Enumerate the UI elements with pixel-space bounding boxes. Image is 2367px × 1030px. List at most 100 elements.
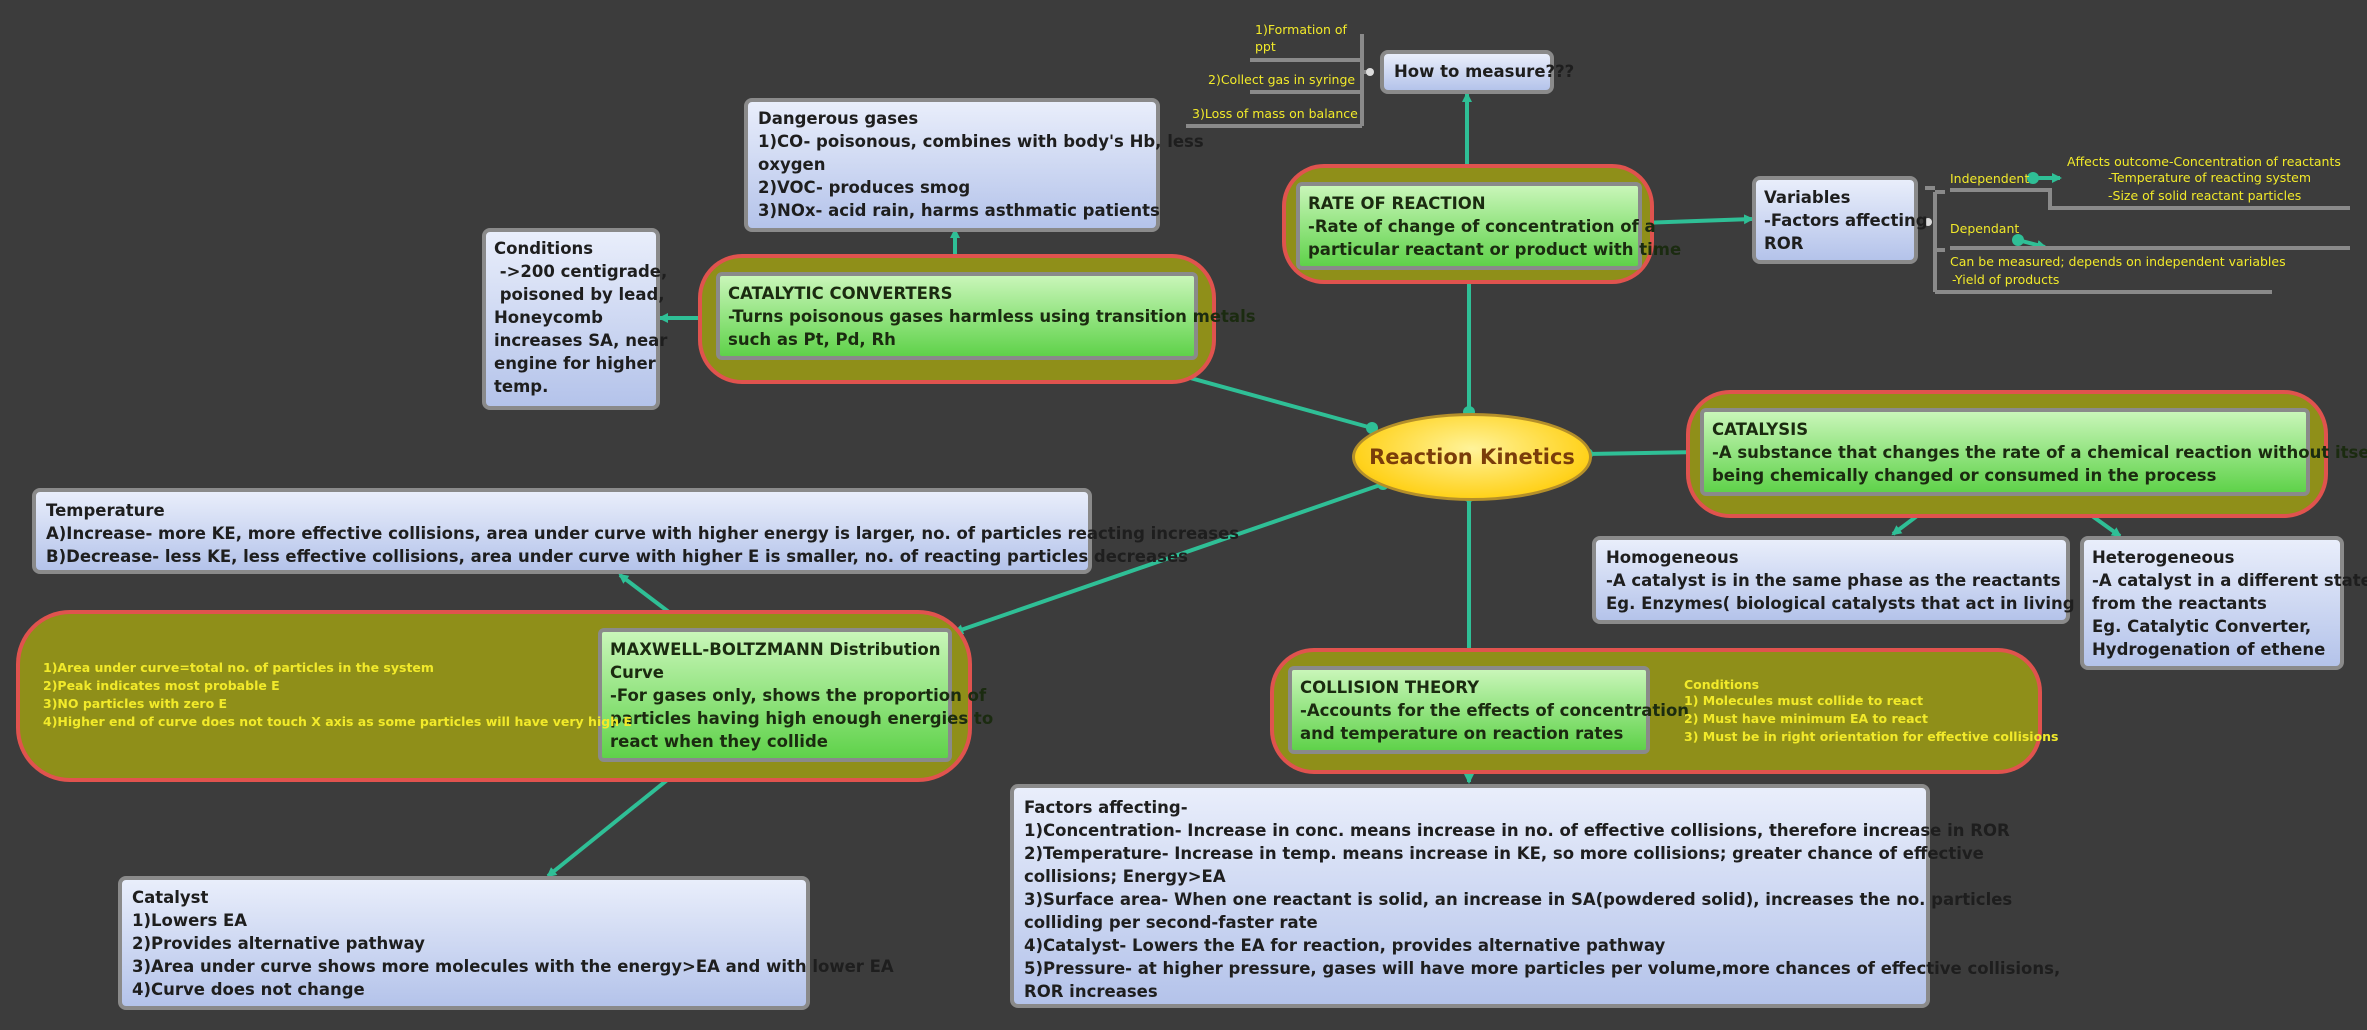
node-line: 3)Surface area- When one reactant is sol… bbox=[1024, 890, 2013, 909]
node-line: -Accounts for the effects of concentrati… bbox=[1300, 701, 1690, 720]
node-line: and temperature on reaction rates bbox=[1300, 724, 1624, 743]
node-line: -A substance that changes the rate of a … bbox=[1712, 443, 2367, 462]
connector-maxwell-to-catalyst bbox=[546, 758, 694, 878]
node-line: -For gases only, shows the proportion of bbox=[610, 686, 987, 705]
node-line: ->200 centigrade, bbox=[494, 262, 668, 281]
node-line: collisions; Energy>EA bbox=[1024, 867, 1226, 886]
maxwell-note: 2)Peak indicates most probable E bbox=[43, 678, 280, 693]
node-line: -Turns poisonous gases harmless using tr… bbox=[728, 307, 1256, 326]
node-line: Hydrogenation of ethene bbox=[2092, 640, 2326, 659]
node-line: 4)Curve does not change bbox=[132, 980, 365, 999]
independent-item: Affects outcome-Concentration of reactan… bbox=[2067, 154, 2341, 169]
maxwell-note: 4)Higher end of curve does not touch X a… bbox=[43, 714, 632, 729]
node-title: Heterogeneous bbox=[2092, 548, 2235, 567]
node-line: 1)Concentration- Increase in conc. means… bbox=[1024, 821, 2010, 840]
node-title: Dangerous gases bbox=[758, 109, 919, 128]
node-title: COLLISION THEORY bbox=[1300, 678, 1480, 697]
dependant-item: Can be measured; depends on independent … bbox=[1950, 254, 2286, 269]
node-line: engine for higher bbox=[494, 354, 656, 373]
independent-label: Independent bbox=[1950, 171, 2030, 186]
connector-rate-to-variables bbox=[1639, 214, 1754, 225]
collision-theory-node[interactable]: COLLISION THEORY -Accounts for the effec… bbox=[1288, 666, 1690, 754]
node-line: Eg. Catalytic Converter, bbox=[2092, 617, 2312, 636]
node-line: 1)CO- poisonous, combines with body's Hb… bbox=[758, 132, 1204, 151]
node-title: CATALYTIC CONVERTERS bbox=[728, 284, 953, 303]
node-line: A)Increase- more KE, more effective coll… bbox=[46, 524, 1240, 543]
node-line: react when they collide bbox=[610, 732, 828, 751]
independent-underline bbox=[1950, 188, 2350, 210]
central-topic[interactable]: Reaction Kinetics bbox=[1352, 413, 1592, 501]
independent-item: -Temperature of reacting system bbox=[2108, 170, 2312, 185]
node-line: Honeycomb bbox=[494, 308, 603, 327]
conditions-node[interactable]: Conditions ->200 centigrade, poisoned by… bbox=[482, 228, 668, 410]
node-line: being chemically changed or consumed in … bbox=[1712, 466, 2217, 485]
connector-to-maxwell bbox=[953, 482, 1384, 635]
central-topic-label: Reaction Kinetics bbox=[1369, 445, 1575, 469]
node-line: such as Pt, Pd, Rh bbox=[728, 330, 896, 349]
node-title: Variables bbox=[1764, 188, 1851, 207]
node-line: particles having high enough energies to bbox=[610, 709, 994, 728]
node-line: 1)Lowers EA bbox=[132, 911, 248, 930]
node-line: oxygen bbox=[758, 155, 826, 174]
node-line: ROR bbox=[1764, 234, 1804, 253]
maxwell-boltzmann-node[interactable]: MAXWELL-BOLTZMANN Distribution Curve -Fo… bbox=[598, 628, 994, 762]
catalysis-node[interactable]: CATALYSIS -A substance that changes the … bbox=[1700, 408, 2367, 496]
node-title: RATE OF REACTION bbox=[1308, 194, 1486, 213]
catalyst-node[interactable]: Catalyst 1)Lowers EA 2)Provides alternat… bbox=[118, 876, 894, 1010]
node-line: from the reactants bbox=[2092, 594, 2267, 613]
node-title: Catalyst bbox=[132, 888, 209, 907]
dependant-label: Dependant bbox=[1950, 221, 2020, 236]
collision-conditions-title: Conditions bbox=[1684, 677, 1760, 692]
node-line: Eg. Enzymes( biological catalysts that a… bbox=[1606, 594, 2136, 613]
node-line: colliding per second-faster rate bbox=[1024, 913, 1318, 932]
node-line: 2)Provides alternative pathway bbox=[132, 934, 425, 953]
maxwell-note: 1)Area under curve=total no. of particle… bbox=[43, 660, 434, 675]
connector-to-catalysis bbox=[1586, 447, 1702, 458]
dangerous-gases-node[interactable]: Dangerous gases 1)CO- poisonous, combine… bbox=[744, 98, 1204, 232]
heterogeneous-node[interactable]: Heterogeneous -A catalyst in a different… bbox=[2080, 536, 2367, 670]
node-title: Factors affecting- bbox=[1024, 798, 1188, 817]
temperature-node[interactable]: Temperature A)Increase- more KE, more ef… bbox=[32, 488, 1240, 574]
rate-of-reaction-node[interactable]: RATE OF REACTION -Rate of change of conc… bbox=[1296, 182, 1682, 270]
node-line: 2)Temperature- Increase in temp. means i… bbox=[1024, 844, 1984, 863]
node-title: Temperature bbox=[46, 501, 165, 520]
node-title: Homogeneous bbox=[1606, 548, 1739, 567]
node-line: -Rate of change of concentration of a bbox=[1308, 217, 1656, 236]
collision-condition: 1) Molecules must collide to react bbox=[1684, 693, 1924, 708]
node-line: 4)Catalyst- Lowers the EA for reaction, … bbox=[1024, 936, 1666, 955]
measure-item: 2)Collect gas in syringe bbox=[1208, 72, 1356, 87]
node-line: 3)Area under curve shows more molecules … bbox=[132, 957, 894, 976]
measure-bracket bbox=[1186, 34, 1372, 128]
variables-node[interactable]: Variables -Factors affecting ROR bbox=[1752, 176, 1928, 264]
node-line: -Factors affecting bbox=[1764, 211, 1928, 230]
catalytic-converters-node[interactable]: CATALYTIC CONVERTERS -Turns poisonous ga… bbox=[716, 272, 1256, 360]
node-line: -A catalyst in a different state bbox=[2092, 571, 2367, 590]
homogeneous-node[interactable]: Homogeneous -A catalyst is in the same p… bbox=[1592, 536, 2136, 624]
node-line: Curve bbox=[610, 663, 664, 682]
node-line: increases SA, near bbox=[494, 331, 668, 350]
node-line: ROR increases bbox=[1024, 982, 1158, 1001]
node-title: MAXWELL-BOLTZMANN Distribution bbox=[610, 640, 941, 659]
maxwell-note: 3)NO particles with zero E bbox=[43, 696, 228, 711]
node-line: particular reactant or product with time bbox=[1308, 240, 1682, 259]
node-line: temp. bbox=[494, 377, 549, 396]
factors-affecting-node[interactable]: Factors affecting- 1)Concentration- Incr… bbox=[1010, 784, 2061, 1008]
node-line: poisoned by lead, bbox=[494, 285, 665, 304]
measure-item: 1)Formation of bbox=[1255, 22, 1347, 37]
measure-item: ppt bbox=[1255, 39, 1276, 54]
node-line: 2)VOC- produces smog bbox=[758, 178, 971, 197]
how-to-measure-node[interactable]: How to measure??? bbox=[1380, 50, 1575, 94]
node-line: B)Decrease- less KE, less effective coll… bbox=[46, 547, 1188, 566]
collision-condition: 2) Must have minimum EA to react bbox=[1684, 711, 1928, 726]
node-line: 3)NOx- acid rain, harms asthmatic patien… bbox=[758, 201, 1160, 220]
measure-item: 3)Loss of mass on balance bbox=[1192, 106, 1358, 121]
node-title: How to measure??? bbox=[1394, 62, 1575, 81]
node-line: -A catalyst is in the same phase as the … bbox=[1606, 571, 2061, 590]
dependant-item: -Yield of products bbox=[1952, 272, 2060, 287]
independent-item: -Size of solid reactant particles bbox=[2108, 188, 2302, 203]
node-line: 5)Pressure- at higher pressure, gases wi… bbox=[1024, 959, 2061, 978]
node-title: CATALYSIS bbox=[1712, 420, 1809, 439]
variables-bracket bbox=[1925, 186, 2272, 294]
node-title: Conditions bbox=[494, 239, 594, 258]
collision-condition: 3) Must be in right orientation for effe… bbox=[1684, 729, 2059, 744]
